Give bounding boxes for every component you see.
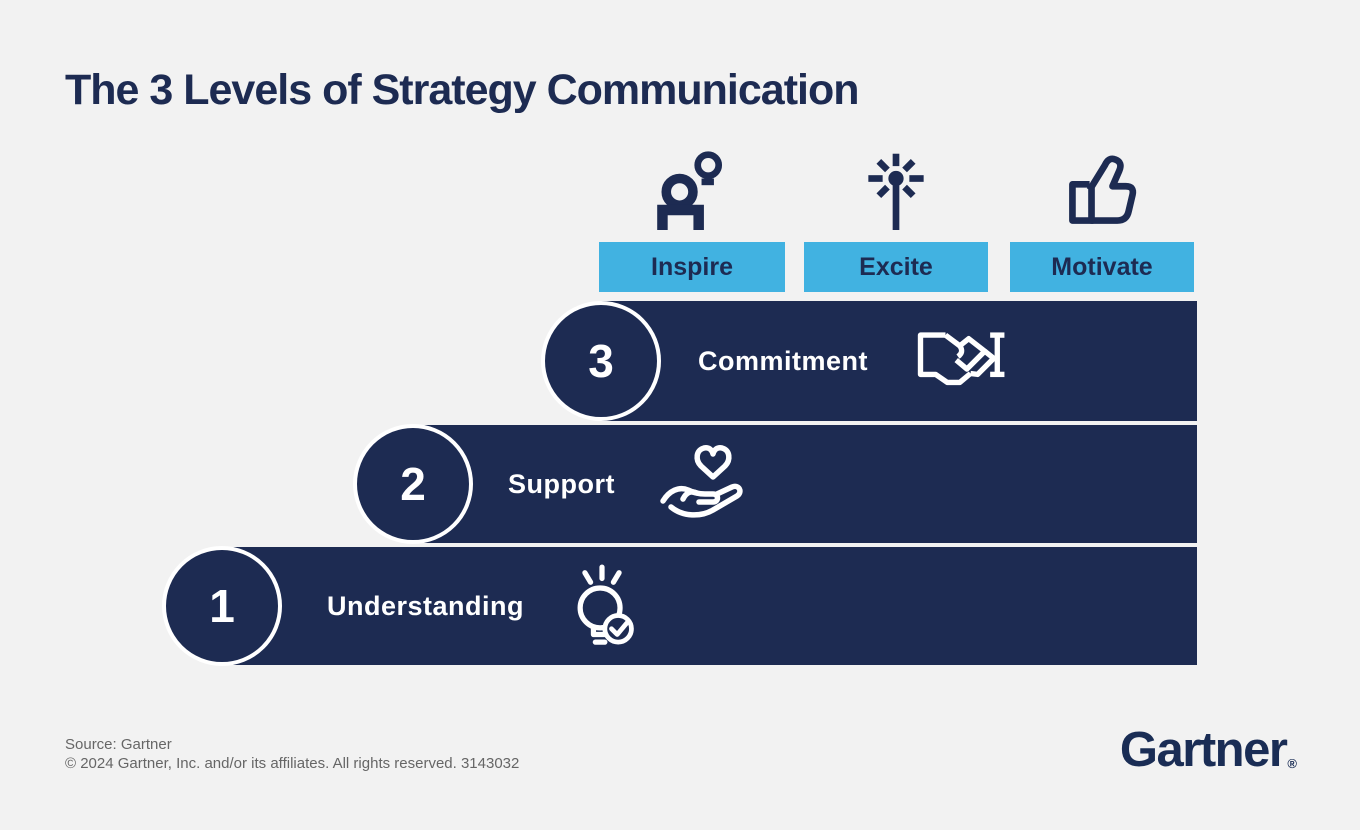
sparkler-icon	[853, 146, 939, 232]
tag-excite-label: Excite	[859, 252, 933, 281]
tag-excite: Excite	[804, 242, 988, 292]
tag-motivate: Motivate	[1010, 242, 1194, 292]
level-2-bar: Support	[413, 425, 1197, 543]
level-3-number: 3	[588, 335, 614, 387]
level-1-label: Understanding	[327, 590, 525, 621]
level-1-number-circle: 1	[162, 546, 282, 666]
gartner-logo-text: Gartner	[1119, 723, 1288, 777]
source-note: Source: Gartner	[65, 736, 172, 753]
level-2-number: 2	[400, 458, 426, 510]
level-1-bar: Understanding	[222, 547, 1197, 665]
page-title: The 3 Levels of Strategy Communication	[65, 66, 860, 114]
level-1-number: 1	[209, 580, 235, 632]
thumbs-up-icon	[1059, 146, 1145, 232]
level-2-label: Support	[508, 468, 615, 499]
tag-inspire-label: Inspire	[651, 252, 733, 281]
registered-trademark-mark: ®	[1287, 756, 1297, 771]
copyright-note: © 2024 Gartner, Inc. and/or its affiliat…	[65, 755, 520, 772]
tag-motivate-label: Motivate	[1051, 252, 1153, 281]
level-3-bar: Commitment	[601, 301, 1197, 421]
level-3-number-circle: 3	[541, 301, 661, 421]
gartner-logo: Gartner®	[1119, 722, 1297, 778]
handshake-icon	[908, 323, 1008, 399]
level-3-label: Commitment	[698, 345, 869, 376]
tag-inspire: Inspire	[599, 242, 785, 292]
lightbulb-check-icon	[564, 562, 640, 650]
level-2-number-circle: 2	[353, 424, 473, 544]
person-idea-icon	[649, 146, 735, 232]
hand-heart-icon	[655, 441, 747, 527]
footer: Source: Gartner © 2024 Gartner, Inc. and…	[65, 735, 519, 773]
